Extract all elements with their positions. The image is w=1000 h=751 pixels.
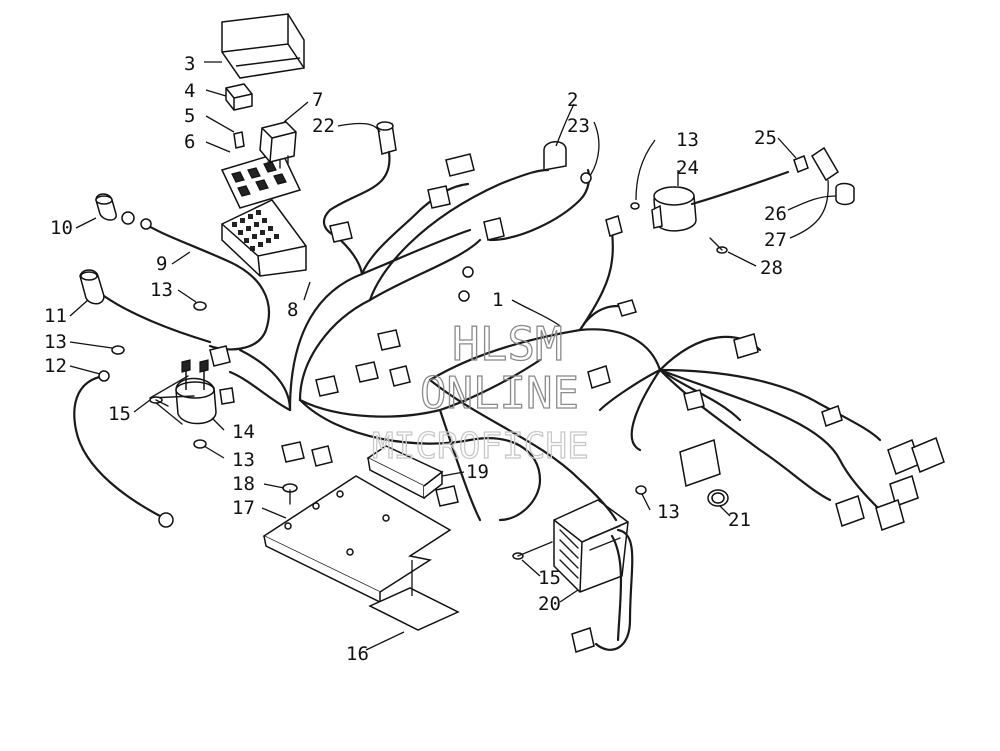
callout-2: 2 <box>567 89 578 111</box>
callout-24: 24 <box>676 157 699 179</box>
callout-21: 21 <box>728 509 751 531</box>
accessory-socket <box>322 121 397 238</box>
cable-9 <box>140 220 271 351</box>
callout-11: 11 <box>44 305 67 327</box>
callout-8: 8 <box>287 299 298 321</box>
regulator-connector <box>571 627 595 653</box>
connector-25 <box>793 155 809 173</box>
callout-4: 4 <box>184 80 195 102</box>
starter-solenoid <box>175 359 235 425</box>
cable-11 <box>102 294 212 344</box>
fuse <box>233 131 245 149</box>
regulator-wires <box>594 528 634 651</box>
callout-9: 9 <box>156 253 167 275</box>
screw-15-right <box>512 541 553 560</box>
relay-block-small <box>225 83 253 111</box>
terminal-boot-10 <box>95 193 135 225</box>
callout-18: 18 <box>232 473 255 495</box>
ignition-coil <box>651 186 697 232</box>
watermark-line-3: MICROFICHE <box>372 426 589 467</box>
callout-13-a: 13 <box>150 279 173 301</box>
spark-plug-cap <box>810 146 840 182</box>
callout-19: 19 <box>466 461 489 483</box>
control-module <box>366 445 444 500</box>
callout-12: 12 <box>44 355 67 377</box>
warning-label <box>368 560 460 631</box>
callout-13-e: 13 <box>676 129 699 151</box>
terminal-boot-11 <box>79 269 105 305</box>
boot-26 <box>835 182 855 206</box>
callout-3: 3 <box>184 53 195 75</box>
callout-16: 16 <box>346 643 369 665</box>
callout-20: 20 <box>538 593 561 615</box>
watermark-line-1: HLSM <box>452 317 563 371</box>
callout-27: 27 <box>764 229 787 251</box>
push-rivet <box>282 483 298 505</box>
callout-22: 22 <box>312 115 335 137</box>
nut-13-c <box>193 439 207 449</box>
callout-7: 7 <box>312 89 323 111</box>
callout-13-d: 13 <box>657 501 680 523</box>
callout-1: 1 <box>492 289 503 311</box>
nut-13-b <box>111 345 125 355</box>
watermark: HLSM ONLINE MICROFICHE <box>371 316 589 467</box>
cable-clip <box>707 489 729 507</box>
fuse-box-cover <box>221 13 305 79</box>
callout-28: 28 <box>760 257 783 279</box>
voltage-regulator <box>553 499 629 593</box>
callout-6: 6 <box>184 131 195 153</box>
harness-connectors <box>209 153 945 531</box>
callouts: 1 2 3 4 5 6 7 8 9 10 11 12 13 13 13 13 1… <box>44 53 787 665</box>
callout-13-c: 13 <box>232 449 255 471</box>
nut-13-e <box>630 202 640 210</box>
main-wiring-harness <box>228 168 882 522</box>
callout-10: 10 <box>50 217 73 239</box>
coil-lead <box>690 170 790 206</box>
callout-15-b: 15 <box>538 567 561 589</box>
callout-17: 17 <box>232 497 255 519</box>
callout-25: 25 <box>754 127 777 149</box>
callout-23: 23 <box>567 115 590 137</box>
screw-28 <box>709 237 728 254</box>
callout-26: 26 <box>764 203 787 225</box>
callout-14: 14 <box>232 421 255 443</box>
relay <box>259 121 297 171</box>
callout-15-a: 15 <box>108 403 131 425</box>
harness-connector-2 <box>543 141 567 171</box>
leader-lines <box>69 61 837 651</box>
nut-13-d <box>635 485 647 495</box>
mounting-plate <box>262 475 452 604</box>
callout-5: 5 <box>184 105 195 127</box>
watermark-line-2: ONLINE <box>420 368 579 419</box>
cable-12 <box>73 374 162 518</box>
nut-13-a <box>193 301 207 311</box>
callout-13-b: 13 <box>44 331 67 353</box>
fuse-relay-holder <box>221 199 307 277</box>
